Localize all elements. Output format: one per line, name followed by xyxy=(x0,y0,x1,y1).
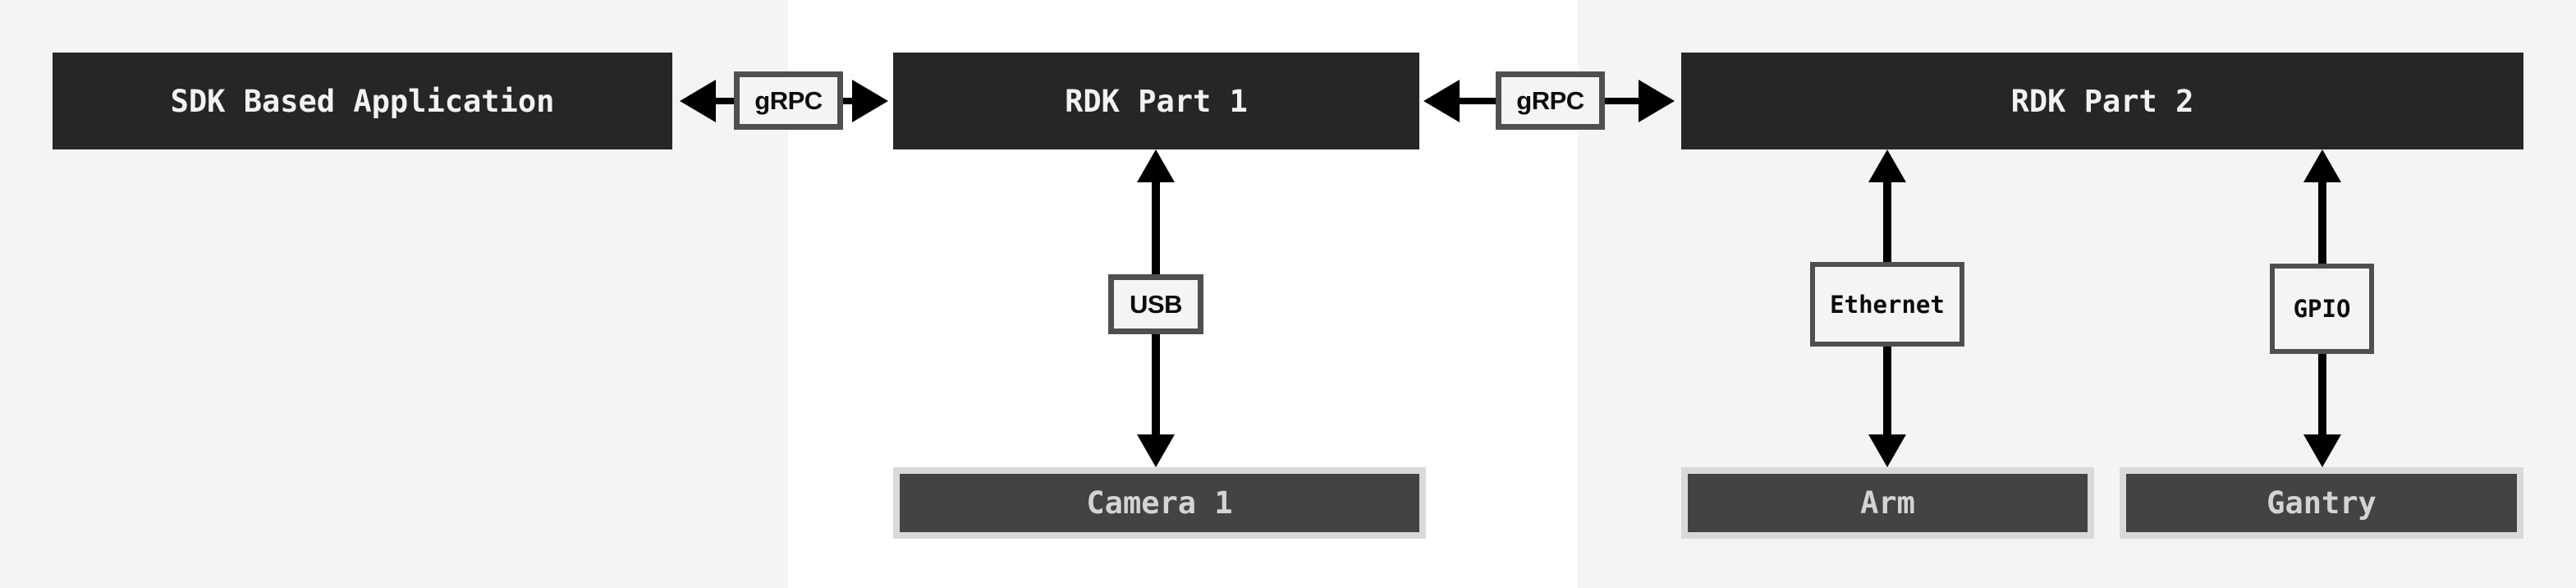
node-rdk-part-2: RDK Part 2 xyxy=(1681,53,2523,149)
label-gpio: GPIO xyxy=(2270,264,2374,354)
arrowhead-down-icon xyxy=(1137,434,1175,467)
arrowhead-right-icon xyxy=(852,80,888,122)
node-label: Camera 1 xyxy=(1086,485,1233,521)
label-grpc-left: gRPC xyxy=(734,71,843,130)
connection-label: gRPC xyxy=(754,85,823,115)
node-gantry: Gantry xyxy=(2120,467,2523,539)
arrowhead-down-icon xyxy=(2303,434,2341,467)
node-label: Gantry xyxy=(2267,485,2377,521)
node-rdk-part-1: RDK Part 1 xyxy=(893,53,1419,149)
node-sdk-based-application: SDK Based Application xyxy=(53,53,672,149)
connection-label: gRPC xyxy=(1516,85,1584,115)
label-grpc-right: gRPC xyxy=(1496,71,1605,130)
node-label: Arm xyxy=(1860,485,1915,521)
node-label: RDK Part 1 xyxy=(1065,83,1248,119)
node-label: RDK Part 2 xyxy=(2010,83,2194,119)
connection-label: GPIO xyxy=(2293,295,2351,323)
label-ethernet: Ethernet xyxy=(1810,262,1964,347)
node-arm: Arm xyxy=(1681,467,2094,539)
connection-label: Ethernet xyxy=(1830,290,1945,319)
node-camera-1: Camera 1 xyxy=(893,467,1426,539)
arrowhead-down-icon xyxy=(1868,434,1906,467)
arrowhead-right-icon xyxy=(1639,80,1675,122)
node-label: SDK Based Application xyxy=(170,83,555,119)
label-usb: USB xyxy=(1108,274,1203,334)
connection-label: USB xyxy=(1130,289,1182,319)
